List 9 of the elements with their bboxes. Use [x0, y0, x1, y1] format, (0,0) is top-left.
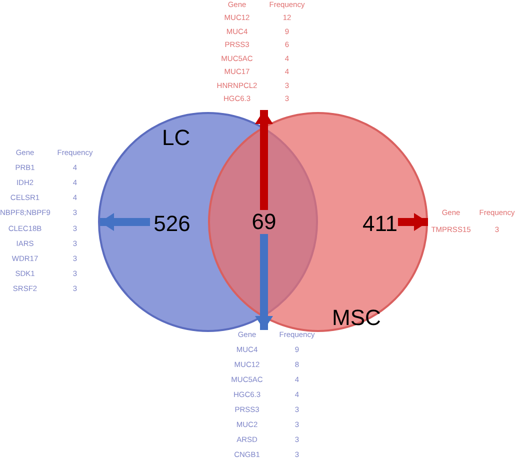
- count-label: 526: [152, 212, 192, 236]
- arrow: [255, 110, 273, 210]
- set-label: MSC: [332, 307, 381, 329]
- set-label: LC: [162, 127, 190, 149]
- arrow: [398, 213, 428, 231]
- count-label: 411: [360, 212, 400, 236]
- count-label: 69: [248, 210, 280, 234]
- arrow: [255, 234, 273, 330]
- arrow: [100, 213, 150, 231]
